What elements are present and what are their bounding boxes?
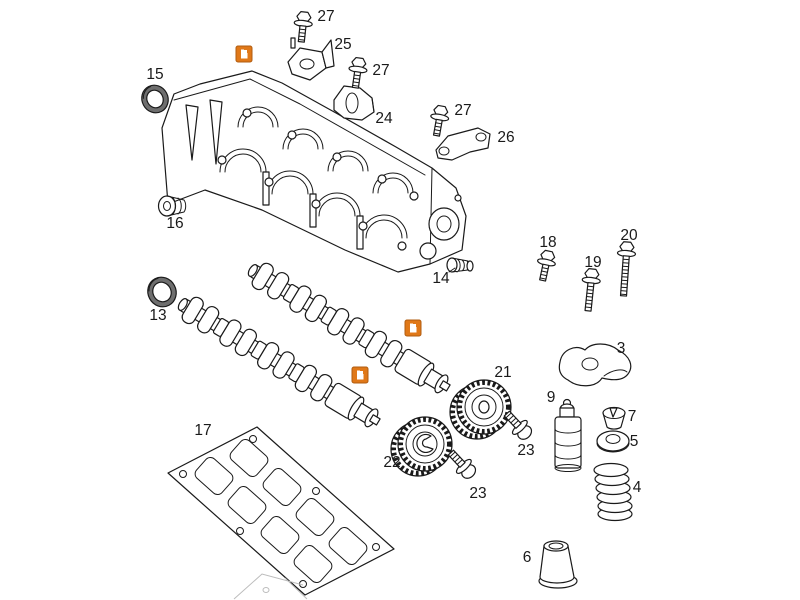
part-number-callout: 19 (584, 254, 601, 271)
part-spring-retainer-5 (596, 430, 630, 453)
part-number-callout: 18 (539, 234, 556, 251)
part-number-callout: 23 (469, 485, 486, 502)
page-fold-detail (413, 323, 417, 327)
part-rocker-arm-3 (558, 343, 632, 387)
part-number-callout: 21 (494, 364, 511, 381)
part-number-callout: 3 (617, 340, 626, 357)
part-valve-spring-4 (593, 462, 633, 522)
part-bolt-27b (345, 56, 370, 90)
part-number-callout: 27 (317, 8, 334, 25)
part-valve-keepers-7 (602, 406, 626, 430)
part-number-callout: 24 (375, 110, 393, 127)
part-number-callout: 6 (523, 549, 532, 566)
part-plug-14 (446, 257, 474, 273)
part-number-callout: 22 (383, 454, 400, 471)
part-camshaft-intake (172, 290, 387, 435)
page-fold-detail (360, 370, 364, 374)
illustration-link-hotspot[interactable] (404, 319, 422, 337)
part-number-callout: 4 (633, 479, 642, 496)
part-hydraulic-lifter-9 (554, 398, 582, 472)
part-number-callout: 23 (517, 442, 534, 459)
part-number-callout: 27 (454, 102, 471, 119)
part-gasket-fragment (233, 573, 308, 600)
part-plug-16 (157, 195, 187, 217)
illustration-link-hotspot[interactable] (235, 45, 253, 63)
part-number-callout: 5 (630, 433, 639, 450)
part-seal-ring-13 (147, 276, 177, 308)
part-number-callout: 13 (149, 307, 166, 324)
part-number-callout: 14 (432, 270, 450, 287)
part-number-callout: 15 (146, 66, 163, 83)
part-number-callout: 20 (620, 227, 638, 244)
part-bolt-18 (533, 248, 559, 283)
part-number-callout: 9 (547, 389, 556, 406)
document-page-icon (357, 370, 364, 380)
part-gear-21 (449, 379, 512, 440)
part-number-callout: 16 (166, 215, 183, 232)
document-page-icon (410, 323, 417, 333)
part-bracket-25 (287, 37, 335, 81)
part-cylinder-head-housing (161, 70, 467, 273)
part-number-callout: 26 (497, 129, 514, 146)
part-bracket-24 (333, 85, 375, 121)
part-number-callout: 7 (628, 408, 637, 425)
part-number-callout: 25 (334, 36, 351, 53)
page-fold-detail (244, 49, 248, 53)
part-camshaft-exhaust (242, 256, 457, 401)
part-seal-ring-15 (141, 84, 169, 114)
part-bolt-19 (578, 267, 602, 313)
part-bracket-26 (435, 127, 491, 161)
document-page-icon (241, 49, 248, 59)
part-bolt-20 (613, 240, 637, 298)
part-number-callout: 17 (194, 422, 211, 439)
part-number-callout: 27 (372, 62, 389, 79)
part-gasket-17 (167, 426, 395, 596)
part-bolt-27c (427, 103, 452, 138)
part-valve-stem-seal-6 (538, 540, 578, 589)
illustration-link-hotspot[interactable] (351, 366, 369, 384)
part-gear-22 (390, 416, 453, 477)
